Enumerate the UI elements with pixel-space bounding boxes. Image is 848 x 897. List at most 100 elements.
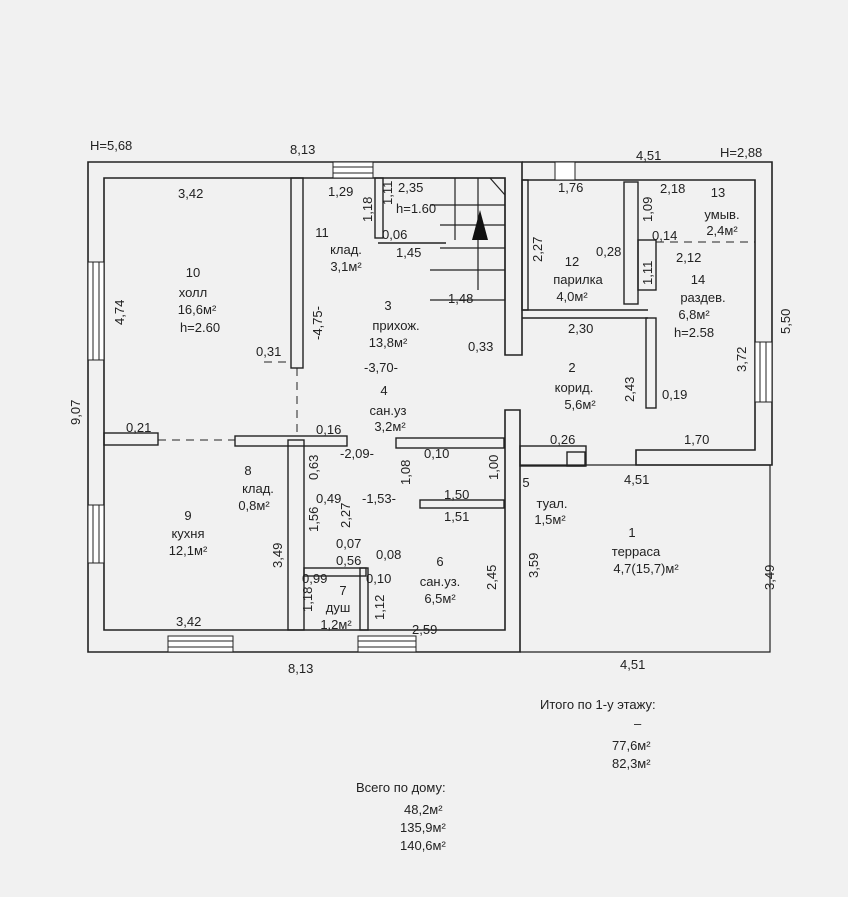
dim-021: 0,21 xyxy=(126,420,151,435)
svg-text:парилка: парилка xyxy=(553,272,603,287)
svg-text:холл: холл xyxy=(179,285,207,300)
window-top-right xyxy=(554,161,576,181)
svg-text:5: 5 xyxy=(522,475,529,490)
house-total-value-2: 135,9м² xyxy=(400,820,446,835)
svg-text:5,6м²: 5,6м² xyxy=(564,397,596,412)
dim-148: 1,48 xyxy=(448,291,473,306)
room-labels: 10 холл 16,6м² h=2.60 11 клад. 3,1м² 3 п… xyxy=(169,185,740,632)
svg-text:клад.: клад. xyxy=(242,481,274,496)
staircase xyxy=(430,177,506,301)
svg-text:8: 8 xyxy=(244,463,251,478)
dim-349-right: 3,49 xyxy=(762,565,777,590)
dim-153: -1,53- xyxy=(362,491,396,506)
svg-text:прихож.: прихож. xyxy=(372,318,419,333)
dim-056: 0,56 xyxy=(336,553,361,568)
dim-129: 1,29 xyxy=(328,184,353,199)
height-right: H=2,88 xyxy=(720,145,762,160)
svg-text:клад.: клад. xyxy=(330,242,362,257)
dim-109: 1,09 xyxy=(640,197,655,222)
wall-sauna-left xyxy=(521,179,529,311)
svg-text:14: 14 xyxy=(691,272,705,287)
svg-text:0,8м²: 0,8м² xyxy=(238,498,270,513)
dim-031: 0,31 xyxy=(256,344,281,359)
windows xyxy=(87,161,773,653)
dim-049: 0,49 xyxy=(316,491,341,506)
dim-111a: 1,11 xyxy=(380,181,395,205)
window-left-upper xyxy=(87,261,105,361)
dim-227b: 2,27 xyxy=(338,503,353,528)
dim-014: 0,14 xyxy=(652,228,677,243)
floor-total-label: Итого по 1-у этажу: xyxy=(540,697,656,712)
dim-259: 2,59 xyxy=(412,622,437,637)
svg-text:16,6м²: 16,6м² xyxy=(178,302,217,317)
dim-151: 1,51 xyxy=(444,509,469,524)
svg-text:7: 7 xyxy=(339,583,346,598)
svg-text:1,2м²: 1,2м² xyxy=(320,617,352,632)
window-right xyxy=(754,341,773,403)
dim-top-right: 4,51 xyxy=(636,148,661,163)
floor-total-value-2: 82,3м² xyxy=(612,756,651,771)
svg-text:сан.уз: сан.уз xyxy=(370,403,407,418)
wall-shower-v xyxy=(359,567,369,631)
house-total-value-3: 140,6м² xyxy=(400,838,446,853)
room-13: 13 умыв. 2,4м² xyxy=(704,185,739,238)
dim-033: 0,33 xyxy=(468,339,493,354)
svg-text:13,8м²: 13,8м² xyxy=(369,335,408,350)
dim-170: 1,70 xyxy=(684,432,709,447)
dim-008: 0,08 xyxy=(376,547,401,562)
window-left-lower xyxy=(87,504,105,564)
room-11: 11 клад. 3,1м² xyxy=(315,225,362,274)
dim-145: 1,45 xyxy=(396,245,421,260)
svg-text:9: 9 xyxy=(184,508,191,523)
dim-372: 3,72 xyxy=(734,347,749,372)
room-5: 5 туал. 1,5м² xyxy=(522,475,567,527)
svg-text:туал.: туал. xyxy=(537,496,568,511)
svg-text:1,5м²: 1,5м² xyxy=(534,512,566,527)
house-total-value-1: 48,2м² xyxy=(404,802,443,817)
room-6: 6 сан.уз. 6,5м² xyxy=(420,554,461,606)
dim-010a: 0,10 xyxy=(424,446,449,461)
terrace-outline xyxy=(520,464,771,653)
dim-108: 1,08 xyxy=(398,460,413,485)
height-left: H=5,68 xyxy=(90,138,132,153)
dim-h160: h=1.60 xyxy=(396,201,436,216)
dim-top-left: 8,13 xyxy=(290,142,315,157)
wall-kitchen-stub xyxy=(103,432,159,446)
wall-mid-horizontal xyxy=(234,435,348,447)
svg-text:корид.: корид. xyxy=(555,380,594,395)
dim-212: 2,12 xyxy=(676,250,701,265)
wall-stair-left xyxy=(374,177,384,239)
room-7: 7 душ 1,2м² xyxy=(320,583,352,632)
dim-235: 2,35 xyxy=(398,180,423,195)
wall-bath6-h xyxy=(419,499,505,509)
dim-top-342: 3,42 xyxy=(178,186,203,201)
wall-wc4-right xyxy=(395,437,505,449)
svg-text:4: 4 xyxy=(380,383,387,398)
dim-230: 2,30 xyxy=(568,321,593,336)
svg-text:2: 2 xyxy=(568,360,575,375)
svg-text:12,1м²: 12,1м² xyxy=(169,543,208,558)
dim-100: 1,00 xyxy=(486,455,501,480)
svg-text:12: 12 xyxy=(565,254,579,269)
dim-118b: 1,18 xyxy=(300,587,315,612)
outer-wall-right xyxy=(522,161,773,466)
window-bottom-left xyxy=(167,635,234,653)
window-bottom-mid xyxy=(357,635,417,653)
svg-text:3: 3 xyxy=(384,298,391,313)
dim-bottom-451: 4,51 xyxy=(620,657,645,672)
svg-text:душ: душ xyxy=(326,600,351,615)
dim-111b: 1,11 xyxy=(640,261,655,285)
stair-arrow-icon xyxy=(472,210,488,240)
dim-359: 3,59 xyxy=(526,553,541,578)
dim-227: 2,27 xyxy=(530,237,545,262)
svg-text:11: 11 xyxy=(315,225,329,240)
room-12: 12 парилка 4,0м² xyxy=(553,254,603,304)
wall-sauna-right xyxy=(623,181,639,305)
wall-corr-right xyxy=(645,317,657,409)
wall-wc5-box xyxy=(566,451,586,467)
room-1: 1 терраса 4,7(15,7)м² xyxy=(612,525,680,576)
dim-112: 1,12 xyxy=(372,595,387,620)
dim-left-474: 4,74 xyxy=(112,300,127,325)
interior-walls xyxy=(103,177,657,631)
window-top xyxy=(332,161,374,179)
